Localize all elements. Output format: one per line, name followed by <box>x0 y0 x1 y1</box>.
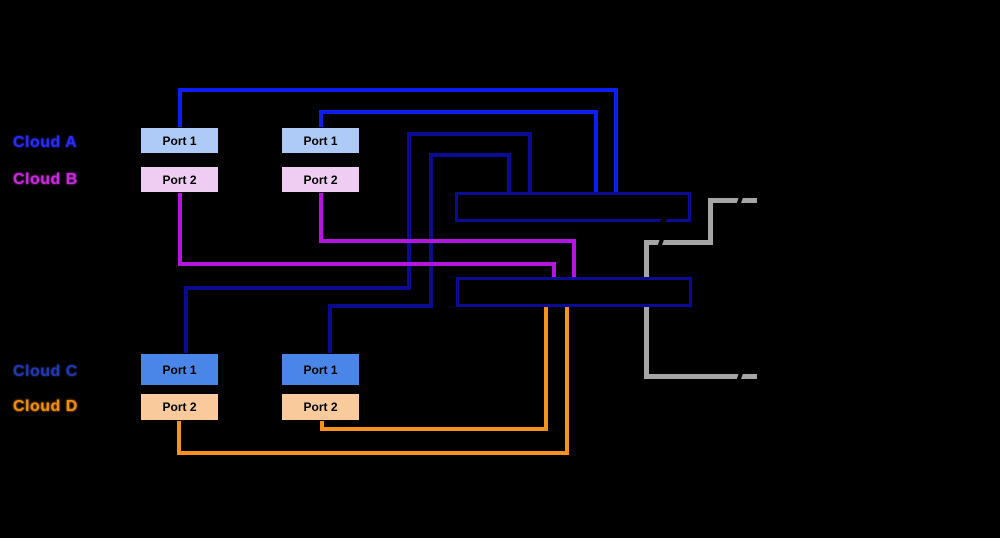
cloud-d-link-1-segment <box>177 419 181 455</box>
cloud-a-link-1-segment <box>178 88 182 129</box>
uplink-top-segment <box>643 239 713 245</box>
uplink-top-segment <box>707 197 713 245</box>
cloud-c-node2-port1: Port 1 <box>281 353 360 386</box>
uplink-bottom-segment <box>643 304 649 379</box>
cloud-c-link-1-segment <box>407 132 411 290</box>
cloud-c-link-1-segment <box>184 286 188 355</box>
cloud-b-link-1-segment <box>178 262 556 266</box>
cloud-a-link-1-segment <box>178 88 618 92</box>
cloud-d-link-2-segment <box>320 419 324 431</box>
cloud-a-link-1-segment <box>614 88 618 194</box>
cloud-d-link-2-segment <box>544 305 548 431</box>
cloud-a-link-2-segment <box>319 110 323 129</box>
uplink-top-segment <box>707 197 757 203</box>
cloud-d-link-1-segment <box>177 451 569 455</box>
cloud-b-link-2-segment <box>319 191 323 243</box>
cloud-c-label: Cloud C <box>13 363 78 380</box>
cloud-c-node1-port1: Port 1 <box>140 353 219 386</box>
cloud-b-label: Cloud B <box>13 171 78 188</box>
uplink-bottom-segment <box>643 373 757 379</box>
cloud-d-link-1-segment <box>565 305 569 455</box>
cloud-a-node1-port1: Port 1 <box>140 127 219 154</box>
cloud-b-link-2-segment <box>319 239 576 243</box>
cloud-d-node1-port2: Port 2 <box>140 393 219 421</box>
cloud-c-link-2-segment <box>328 304 433 308</box>
cloud-a-link-2-segment <box>594 110 598 194</box>
network-box-2 <box>456 277 692 307</box>
cloud-b-link-1-segment <box>552 262 556 279</box>
cloud-c-link-2-segment <box>328 304 332 355</box>
cloud-b-link-1-segment <box>178 191 182 266</box>
cloud-a-link-2-segment <box>319 110 598 114</box>
cloud-c-link-1-segment <box>528 132 532 194</box>
cloud-b-node1-port2: Port 2 <box>140 166 219 193</box>
cloud-d-link-2-segment <box>320 427 548 431</box>
cloud-c-link-1-segment <box>407 132 532 136</box>
cloud-a-node2-port1: Port 1 <box>281 127 360 154</box>
cloud-b-node2-port2: Port 2 <box>281 166 360 193</box>
cloud-c-link-1-segment <box>184 286 411 290</box>
cloud-a-label: Cloud A <box>13 134 78 151</box>
uplink-top-segment <box>643 239 649 280</box>
cloud-b-link-2-segment <box>572 239 576 279</box>
network-box-1 <box>455 192 691 222</box>
cloud-c-link-2-segment <box>429 153 433 308</box>
cloud-d-node2-port2: Port 2 <box>281 393 360 421</box>
cloud-c-link-2-segment <box>429 153 511 157</box>
cloud-c-link-2-segment <box>507 153 511 194</box>
cloud-d-label: Cloud D <box>13 398 78 415</box>
